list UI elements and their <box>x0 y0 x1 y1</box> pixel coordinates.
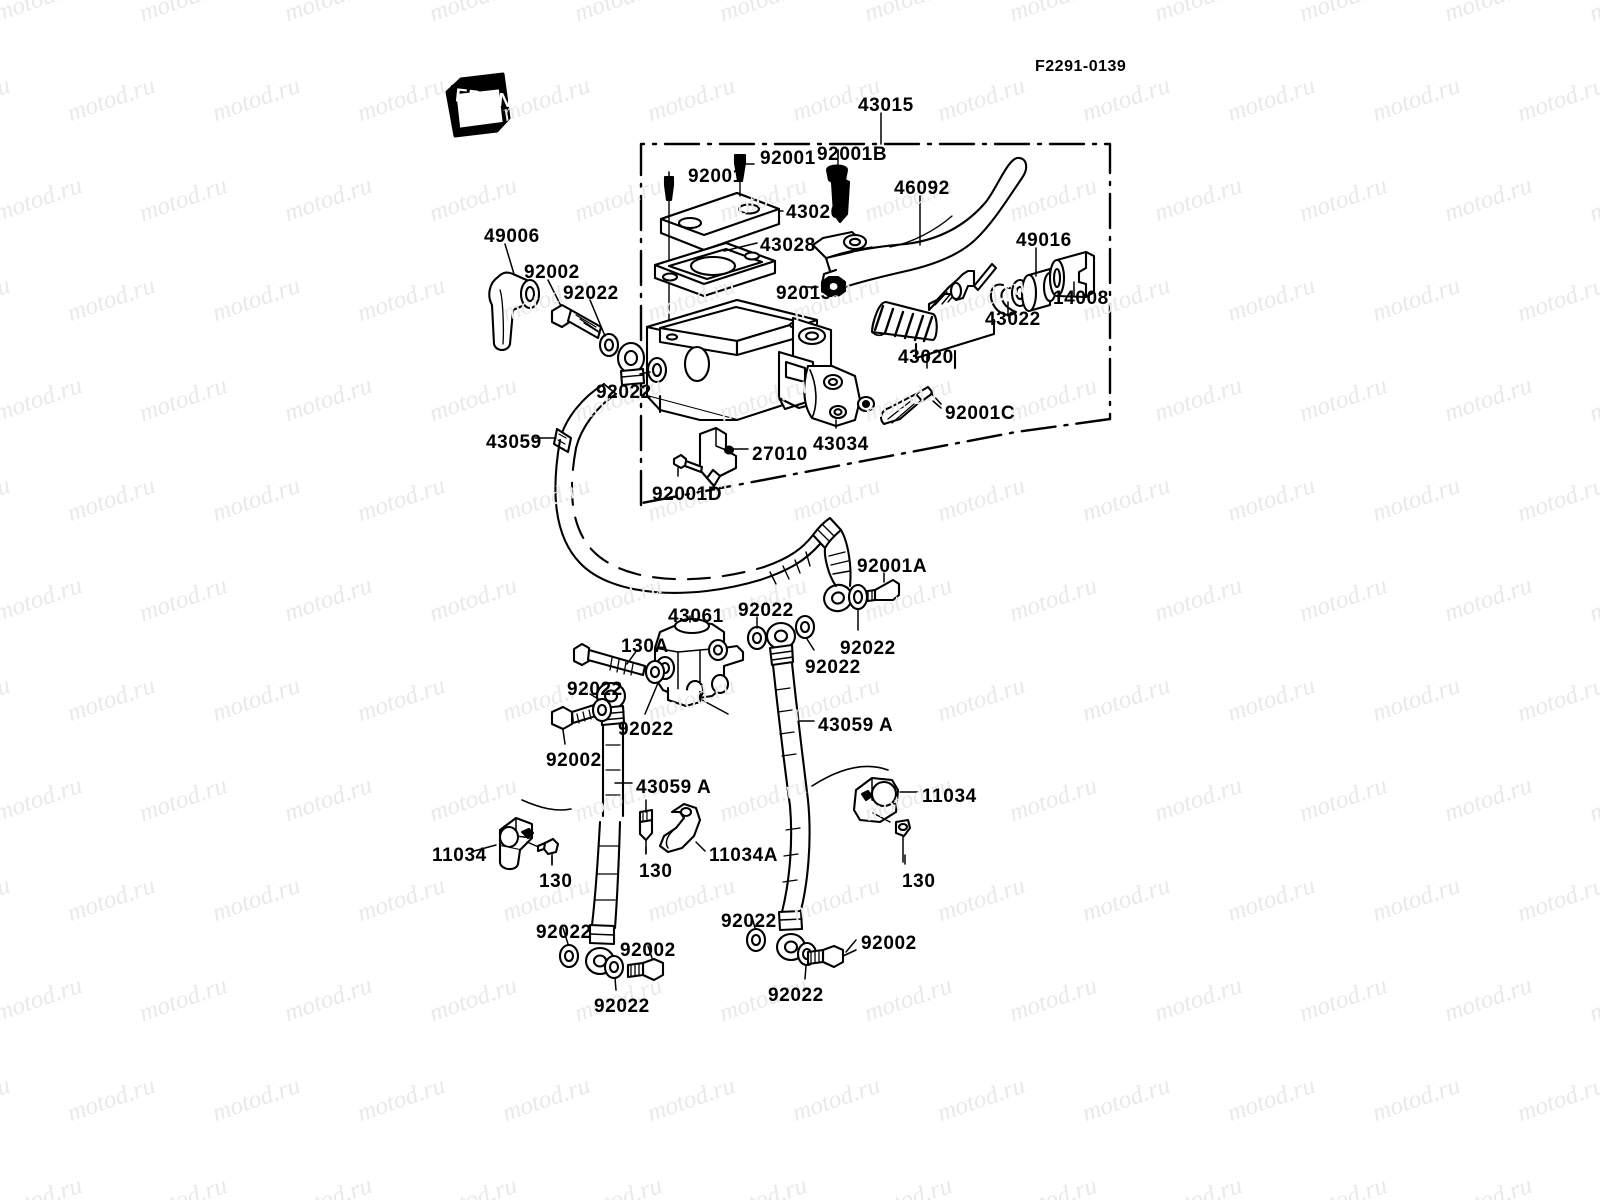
callout-92022-c24: 92022 <box>738 600 794 621</box>
washer-92022-u2 <box>646 356 668 384</box>
bolt-130-right <box>894 818 912 863</box>
callout-43061-c26: 43061 <box>668 606 724 627</box>
callout-92022-c28: 92022 <box>567 679 623 700</box>
washer-92022-j3 <box>794 614 816 640</box>
callout-43059A-c31: 43059 A <box>818 715 894 736</box>
callout-14008-c07: 14008 <box>1053 288 1109 309</box>
bolt-130-left <box>536 837 560 865</box>
callout-130-c38: 130 <box>539 871 573 892</box>
bolt-92001C <box>856 385 942 426</box>
washer-92022-a <box>847 583 869 611</box>
reservoir-cap-part <box>659 191 781 252</box>
callout-11034-c33: 11034 <box>922 786 977 807</box>
callout-92001-c02: 92001 <box>688 166 744 187</box>
callout-92022-c40: 92022 <box>594 996 650 1017</box>
callout-43034-c20: 43034 <box>813 434 869 455</box>
washer-92022-j1 <box>644 659 666 685</box>
callout-92001C-c21: 92001C <box>945 403 1016 424</box>
callout-27010-c18: 27010 <box>752 444 808 465</box>
bolt-130A <box>572 642 647 677</box>
lever-holder-43034 <box>803 364 862 428</box>
washer-92022-u1 <box>598 332 620 358</box>
washer-92022-lj <box>591 697 613 723</box>
callout-11034-c37: 11034 <box>432 845 487 866</box>
screw-92001D <box>672 453 704 474</box>
washer-92022-bl1 <box>558 943 580 969</box>
callout-11034A-c35: 11034A <box>709 845 779 866</box>
callout-43022-c08: 43022 <box>985 309 1041 330</box>
callout-130A-c27: 130A <box>621 636 669 657</box>
grip-boot-49006 <box>488 271 541 352</box>
diaphragm-part <box>653 241 777 298</box>
banjo-bolt-92002-bl <box>626 957 665 982</box>
callout-43059A-c32: 43059 A <box>636 777 712 798</box>
banjo-bolt-92002-upper <box>550 303 603 340</box>
callout-92001A-c22: 92001A <box>857 556 928 577</box>
hose-eyelet-upper <box>616 341 646 375</box>
bolt-130-center <box>638 799 654 854</box>
callout-92022-c43: 92022 <box>768 985 824 1006</box>
callout-130-c36: 130 <box>639 861 673 882</box>
callout-49016-c06: 49016 <box>1016 230 1072 251</box>
piston-assembly-43020 <box>870 262 998 370</box>
front-arrow-icon <box>445 72 511 138</box>
hose-bracket-11034A <box>658 802 702 854</box>
brake-hose-43059A-left <box>584 681 627 976</box>
callout-92001D-c19: 92001D <box>652 484 723 505</box>
callout-92022-c16: 92022 <box>596 382 652 403</box>
leader-lines <box>473 112 1075 991</box>
callout-92002-c14: 92002 <box>524 262 580 283</box>
callout-49006-c13: 49006 <box>484 226 540 247</box>
callout-92001-c03: 92001 <box>760 148 816 169</box>
callout-130-c34: 130 <box>902 871 936 892</box>
callout-43020-c12: 43020 <box>898 347 954 368</box>
callout-43015-c01: 43015 <box>858 95 914 116</box>
callout-92022-c15: 92022 <box>563 283 619 304</box>
assembly-boundary-box <box>639 142 1112 507</box>
callout-46092-c05: 46092 <box>894 178 950 199</box>
callout-43028-c10: 43028 <box>760 235 816 256</box>
three-way-joint-43061 <box>653 617 745 715</box>
callout-92022-c25: 92022 <box>805 657 861 678</box>
drawing-number: F2291-0139 <box>1035 58 1127 75</box>
hose-clamp-11034-left <box>498 816 542 871</box>
callout-92001B-c04: 92001B <box>817 144 888 165</box>
callout-92002-c44: 92002 <box>861 933 917 954</box>
nut-92015 <box>820 275 847 298</box>
callout-92022-c42: 92022 <box>721 911 777 932</box>
cap-screw-92001-right <box>733 153 747 197</box>
callout-43026-c09: 43026 <box>786 202 842 223</box>
washer-92022-bl2 <box>603 954 625 980</box>
callout-92002-c30: 92002 <box>546 750 602 771</box>
brake-hose-43059 <box>552 367 853 613</box>
holder-14008 <box>1048 250 1096 299</box>
callout-92022-c29: 92022 <box>618 719 674 740</box>
callout-92015-c11: 92015 <box>776 283 832 304</box>
callout-43059-c17: 43059 <box>486 432 542 453</box>
callout-92002-c41: 92002 <box>620 940 676 961</box>
callout-92022-c39: 92022 <box>536 922 592 943</box>
hose-clamp-11034-right <box>852 776 900 824</box>
callout-92022-c23: 92022 <box>840 638 896 659</box>
washer-92022-br1 <box>745 927 767 953</box>
banjo-bolt-92002-br <box>806 944 857 969</box>
